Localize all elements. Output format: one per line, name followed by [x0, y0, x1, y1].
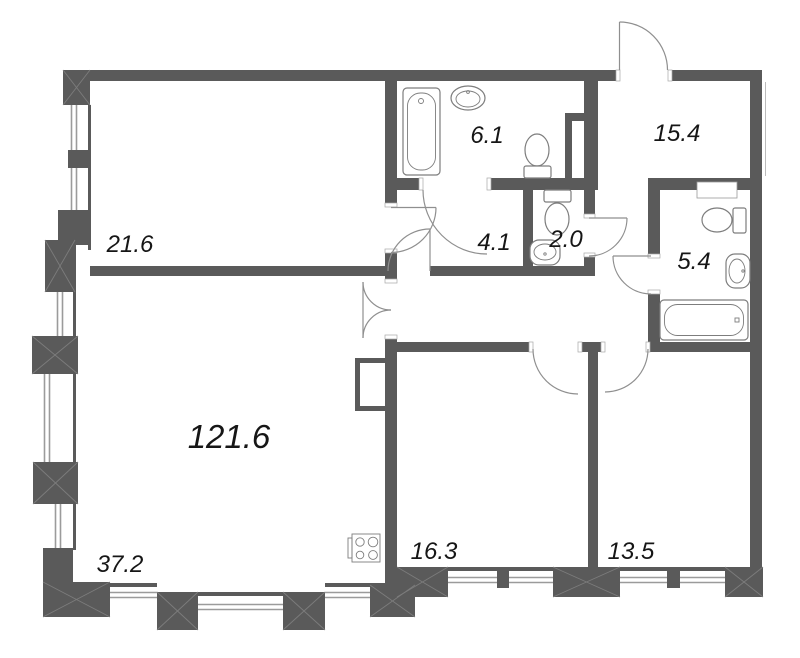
pier-hatching [31, 69, 764, 631]
toilet-icon-wc2 [543, 189, 572, 236]
toilet-icon-bath5 [701, 207, 747, 234]
bedroom-16-door [532, 348, 579, 395]
room-area-label-5-4: 5.4 [677, 248, 710, 275]
sink-icon-bath5 [725, 253, 751, 289]
bathtub-icon-bath5 [659, 299, 749, 341]
bedroom-21-door [390, 206, 437, 254]
ventilation-shaft-icon [572, 121, 584, 178]
room-area-label-16-3: 16.3 [411, 538, 458, 565]
bathtub-icon-bath6 [402, 87, 441, 176]
living-double-door [362, 281, 392, 339]
doors [362, 21, 669, 395]
sink-icon-wc2 [529, 239, 561, 266]
room-area-label-6-1: 6.1 [470, 122, 503, 149]
sink-icon-bath6 [450, 85, 486, 111]
room-labels: 21.6 6.1 15.4 4.1 2.0 5.4 121.6 37.2 16.… [97, 120, 711, 578]
kitchen-shaft-box-icon [355, 358, 390, 411]
room-area-label-4-1: 4.1 [477, 229, 510, 256]
room-area-label-13-5: 13.5 [608, 538, 655, 565]
bathroom-6-door [422, 189, 488, 255]
toilet-icon-bath6 [523, 133, 552, 179]
room-area-label-2-0: 2.0 [548, 226, 583, 253]
hallway-4-door [387, 228, 431, 272]
entrance-door [618, 21, 669, 71]
room-area-label-21-6: 21.6 [106, 231, 154, 258]
bedroom-13-door [604, 348, 649, 393]
windows [43, 82, 766, 611]
wc-2-door [588, 217, 628, 257]
bathroom-5-door [612, 255, 652, 295]
room-area-label-37-2: 37.2 [97, 551, 144, 578]
room-area-label-121-6: 121.6 [188, 418, 271, 455]
stove-icon [347, 533, 381, 563]
wall-niche-icon [696, 181, 738, 199]
room-area-label-15-4: 15.4 [654, 120, 701, 147]
